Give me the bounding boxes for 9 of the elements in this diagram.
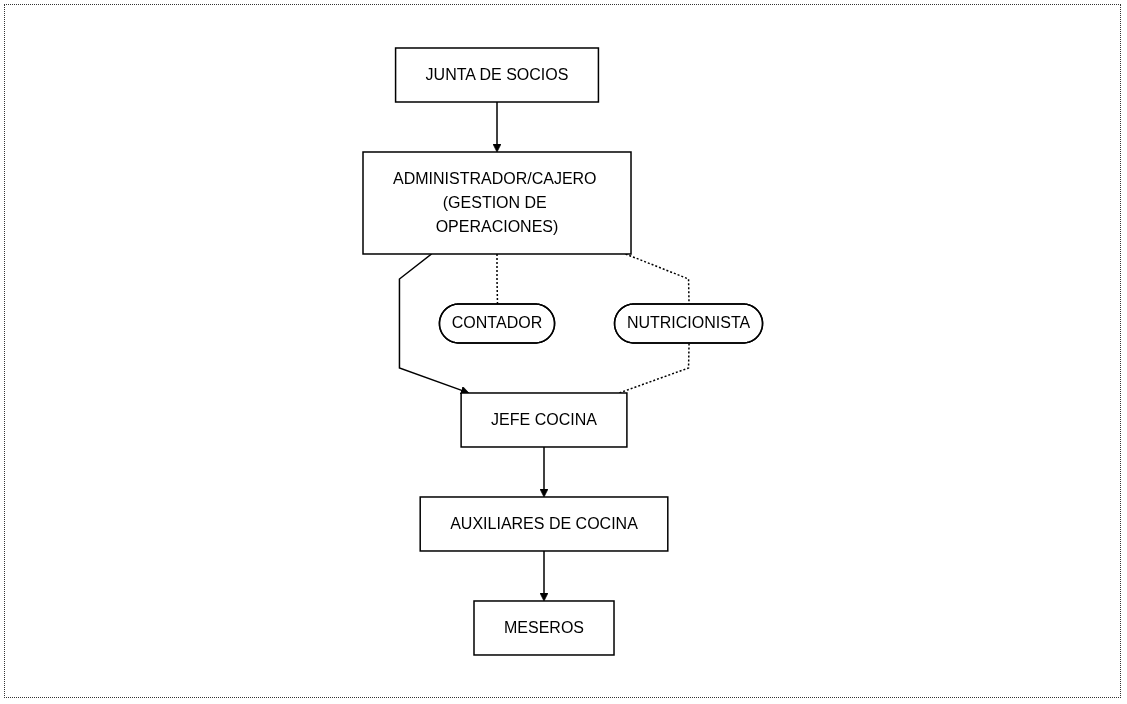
arrow (398, 252, 470, 394)
node-box: JUNTA DE SOCIOS (394, 46, 599, 103)
arrow (539, 445, 549, 497)
arrow (539, 549, 549, 601)
arrow (492, 100, 502, 152)
node-box: AUXILIARES DE COCINA (419, 495, 669, 552)
node-box: MESEROS (472, 599, 615, 656)
node-box: JEFE COCINA (460, 391, 628, 448)
node-box: ADMINISTRADOR/CAJERO (GESTION DE OPERACIONES) (361, 150, 632, 255)
